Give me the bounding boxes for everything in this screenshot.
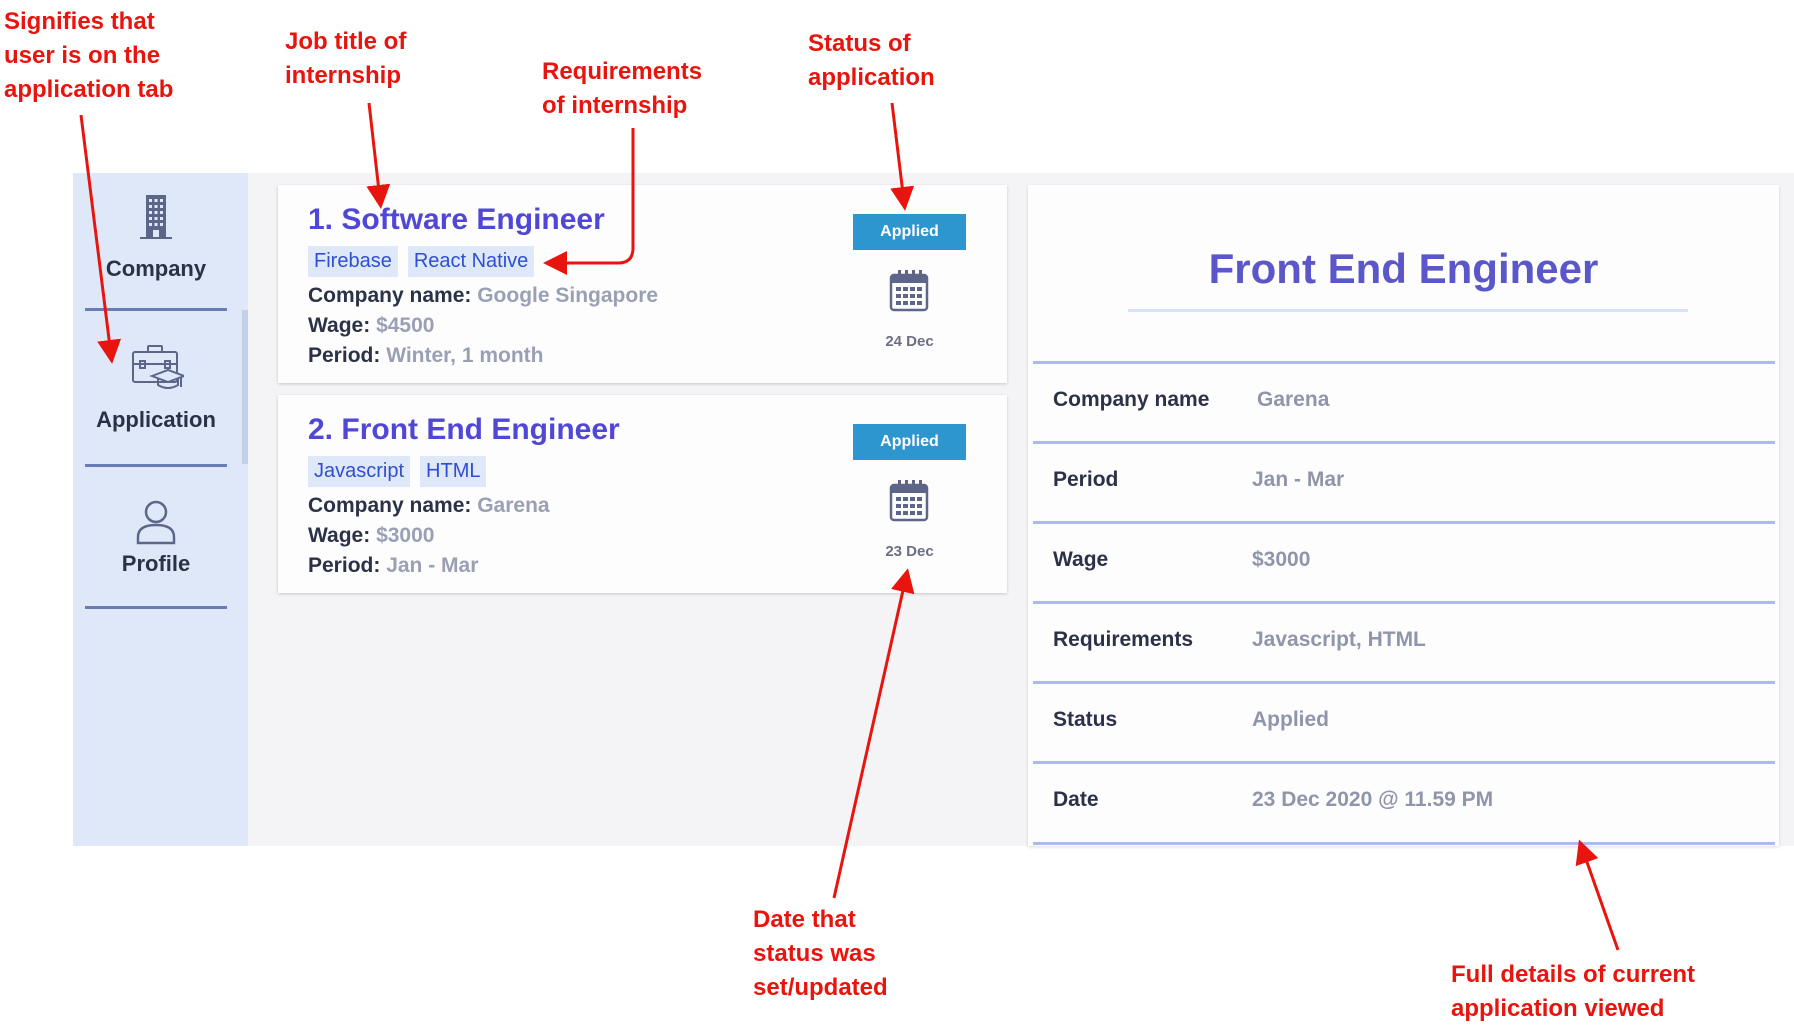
building-icon — [140, 195, 172, 239]
detail-row-wage: Wage $3000 — [1033, 521, 1775, 602]
detail-row-period: Period Jan - Mar — [1033, 441, 1775, 522]
sidebar-item-label: Application — [96, 407, 216, 432]
title-underline — [1128, 309, 1688, 312]
annotation-date: Date that status was set/updated — [753, 906, 888, 1001]
application-card[interactable]: 2. Front End Engineer Javascript HTML Com… — [278, 395, 1007, 593]
detail-label: Wage — [1053, 548, 1109, 571]
app-window: Company Application — [73, 173, 1794, 846]
application-card[interactable]: 1. Software Engineer Firebase React Nativ… — [278, 185, 1007, 383]
list-index: 2. — [308, 413, 334, 446]
detail-row-status: Status Applied — [1033, 681, 1775, 762]
detail-label: Requirements — [1053, 628, 1194, 651]
detail-value: Javascript, HTML — [1252, 628, 1426, 651]
company-field: Company name: Google Singapore — [308, 284, 658, 308]
user-icon — [136, 500, 176, 545]
job-title: 2. Front End Engineer — [308, 413, 620, 447]
detail-row-company: Company name Garena — [1033, 361, 1775, 442]
detail-row-date: Date 23 Dec 2020 @ 11.59 PM — [1033, 761, 1775, 845]
calendar-icon — [889, 480, 929, 522]
sidebar: Company Application — [73, 173, 248, 846]
detail-label: Period — [1053, 468, 1119, 491]
requirement-tags: Firebase React Native — [308, 246, 544, 277]
requirement-tags: Javascript HTML — [308, 456, 496, 487]
calendar-icon — [889, 270, 929, 312]
tag: HTML — [420, 456, 487, 487]
annotation-details: Full details of current application view… — [1451, 961, 1696, 1022]
field-label: Period: — [308, 554, 381, 577]
application-detail-panel: Front End Engineer Company name Garena P… — [1028, 185, 1779, 846]
arrow-details — [1575, 839, 1620, 951]
sidebar-item-application[interactable]: Application — [85, 329, 227, 467]
detail-value: Garena — [1257, 388, 1330, 411]
status-badge: Applied — [853, 424, 966, 460]
sidebar-scrollbar[interactable] — [242, 310, 248, 464]
status-date: 24 Dec — [885, 333, 934, 350]
detail-title: Front End Engineer — [1208, 245, 1599, 292]
list-index: 1. — [308, 203, 334, 236]
field-value: Garena — [477, 494, 550, 517]
tag: React Native — [407, 246, 535, 277]
field-label: Company name: — [308, 284, 472, 307]
sidebar-item-label: Company — [105, 256, 207, 281]
field-label: Wage: — [308, 314, 371, 337]
field-value: Winter, 1 month — [386, 344, 544, 367]
field-value: $4500 — [376, 314, 435, 337]
period-field: Period: Winter, 1 month — [308, 344, 544, 368]
detail-label: Company name — [1053, 388, 1210, 411]
detail-value: $3000 — [1252, 548, 1311, 571]
period-field: Period: Jan - Mar — [308, 554, 478, 578]
status-date: 23 Dec — [885, 543, 934, 560]
annotation-requirements: Requirements of internship — [542, 58, 703, 119]
job-title-text: Front End Engineer — [341, 413, 620, 446]
sidebar-item-company[interactable]: Company — [85, 173, 227, 311]
annotation-tab: Signifies that user is on the applicatio… — [4, 8, 174, 103]
job-title: 1. Software Engineer — [308, 203, 605, 237]
job-title-text: Software Engineer — [341, 203, 605, 236]
status-badge: Applied — [853, 214, 966, 250]
field-value: Google Singapore — [477, 284, 659, 307]
detail-value: Jan - Mar — [1252, 468, 1345, 491]
field-value: $3000 — [376, 524, 435, 547]
detail-value: 23 Dec 2020 @ 11.59 PM — [1252, 788, 1494, 811]
sidebar-item-label: Profile — [121, 551, 191, 576]
annotation-status: Status of application — [808, 30, 935, 91]
company-field: Company name: Garena — [308, 494, 550, 518]
detail-label: Status — [1053, 708, 1118, 731]
detail-row-requirements: Requirements Javascript, HTML — [1033, 601, 1775, 682]
sidebar-item-profile[interactable]: Profile — [85, 479, 227, 609]
briefcase-icon — [132, 345, 184, 389]
tag: Javascript — [308, 456, 411, 487]
wage-field: Wage: $4500 — [308, 314, 434, 338]
detail-label: Date — [1053, 788, 1099, 811]
annotation-job-title: Job title of internship — [285, 28, 407, 89]
field-label: Wage: — [308, 524, 371, 547]
field-value: Jan - Mar — [386, 554, 479, 577]
tag: Firebase — [308, 246, 398, 277]
wage-field: Wage: $3000 — [308, 524, 434, 548]
field-label: Period: — [308, 344, 381, 367]
detail-value: Applied — [1252, 708, 1329, 731]
field-label: Company name: — [308, 494, 472, 517]
